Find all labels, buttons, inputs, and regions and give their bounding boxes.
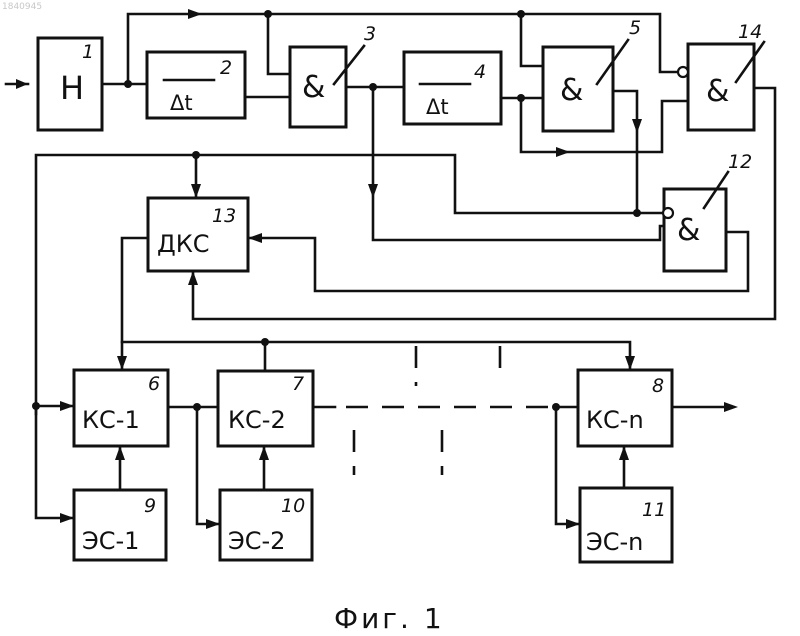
block-6: КС-1 6 (74, 370, 168, 446)
block-12-number: 12 (728, 151, 752, 173)
block-13-label: ДКС (157, 230, 210, 258)
block-5-label: & (560, 73, 583, 108)
block-1-label: Н (60, 69, 84, 107)
block-14-number: 14 (738, 21, 762, 43)
block-14-label: & (706, 74, 729, 109)
block-1-number: 1 (82, 41, 94, 63)
block-13: ДКС 13 (148, 198, 248, 271)
block-10-number: 10 (281, 495, 305, 517)
block-8-number: 8 (652, 375, 664, 397)
block-3-number: 3 (364, 23, 376, 45)
block-12-label: & (677, 213, 700, 248)
block-2-label: Δt (170, 91, 193, 115)
block-2-number: 2 (220, 57, 232, 79)
block-9: ЭС-1 9 (74, 490, 166, 560)
block-8-label: КС-n (586, 406, 644, 434)
block-5: & 5 (543, 17, 641, 131)
block-11: ЭС-n 11 (580, 488, 672, 562)
block-14: & 14 (678, 21, 764, 130)
inverting-input-circle (678, 67, 688, 77)
block-1: Н 1 (38, 38, 102, 130)
block-4: Δt 4 (404, 52, 501, 124)
block-10-label: ЭС-2 (228, 527, 285, 555)
block-8: КС-n 8 (578, 370, 672, 446)
block-11-label: ЭС-n (586, 528, 643, 556)
block-4-number: 4 (474, 61, 486, 83)
inverting-input-circle (663, 208, 673, 218)
block-12: & 12 (663, 151, 752, 271)
block-3-label: & (302, 70, 325, 105)
block-13-number: 13 (212, 205, 236, 227)
block-6-label: КС-1 (82, 406, 140, 434)
block-7: КС-2 7 (218, 371, 313, 446)
dashed-continuation (346, 346, 552, 475)
block-2: Δt 2 (147, 52, 245, 118)
block-7-number: 7 (292, 373, 304, 395)
block-5-number: 5 (629, 17, 641, 39)
block-9-number: 9 (144, 495, 156, 517)
block-4-label: Δt (426, 95, 449, 119)
block-3: & 3 (290, 23, 376, 127)
watermark-text: 1840945 (2, 2, 42, 12)
block-10: ЭС-2 10 (220, 490, 312, 560)
block-11-number: 11 (642, 499, 666, 521)
block-9-label: ЭС-1 (82, 527, 139, 555)
block-7-label: КС-2 (228, 406, 286, 434)
figure-caption: Фиг. 1 (334, 602, 445, 635)
block-6-number: 6 (148, 373, 160, 395)
